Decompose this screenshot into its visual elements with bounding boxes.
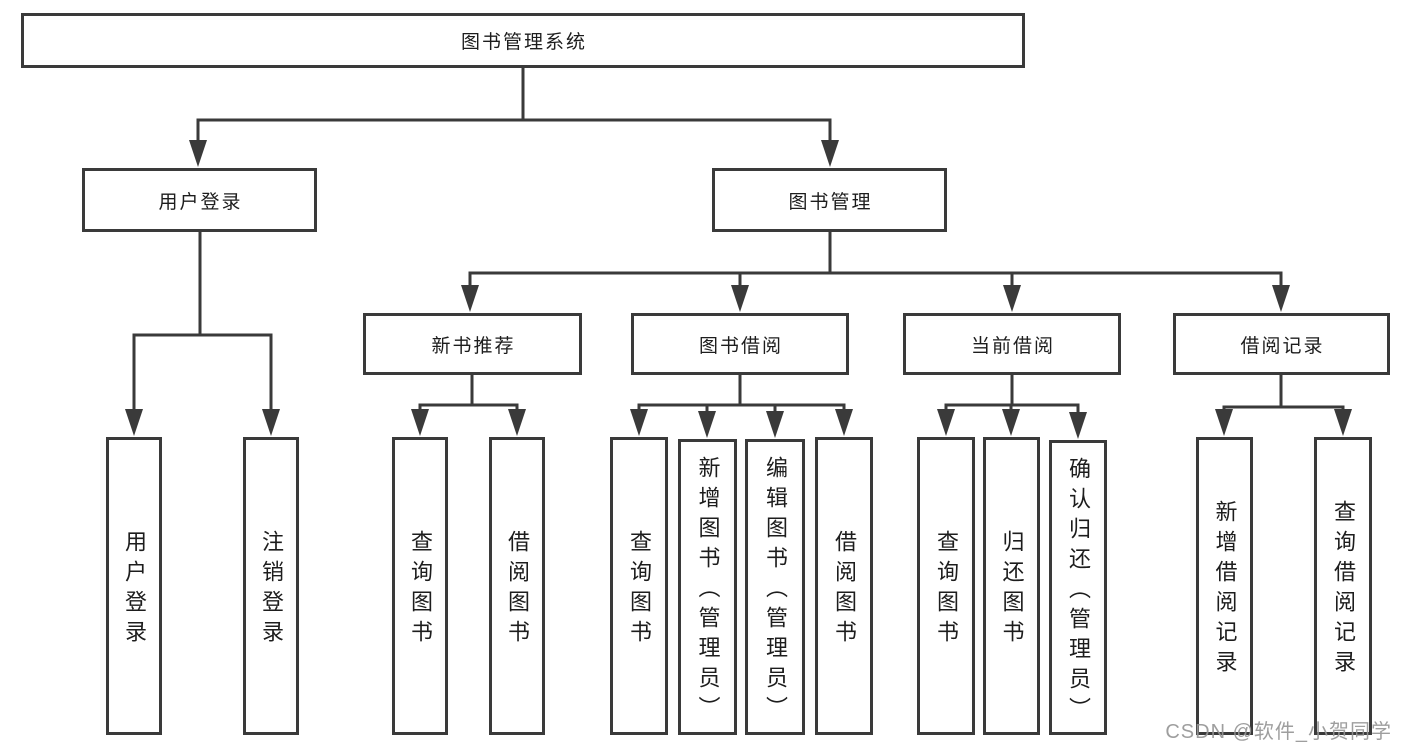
leaf-confirm-return-admin: 确认归还（管理员） (1049, 440, 1107, 735)
node-user-login-label: 用户登录 (158, 191, 243, 213)
node-library-system: 图书管理系统 (21, 13, 1025, 68)
leaf-borrow-books-2: 借阅图书 (815, 437, 873, 735)
node-book-borrowing: 图书借阅 (631, 313, 849, 375)
node-borrowing-records: 借阅记录 (1173, 313, 1390, 375)
leaf-return-book-label: 归还图书 (999, 530, 1025, 650)
leaf-borrow-books-2-label: 借阅图书 (832, 530, 857, 650)
node-book-borrowing-label: 图书借阅 (698, 335, 783, 357)
leaf-query-borrow-record-label: 查询借阅记录 (1331, 500, 1356, 680)
node-current-borrowing-label: 当前借阅 (970, 335, 1055, 357)
node-new-book-recommend-label: 新书推荐 (431, 335, 516, 357)
leaf-add-book-admin-label: 新增图书（管理员） (695, 456, 721, 726)
leaf-query-books-3-label: 查询图书 (934, 530, 959, 650)
node-book-management-label: 图书管理 (788, 191, 873, 213)
leaf-add-borrow-record: 新增借阅记录 (1196, 437, 1253, 735)
leaf-query-books-2: 查询图书 (610, 437, 668, 735)
leaf-query-books-1-label: 查询图书 (408, 530, 433, 650)
node-borrowing-records-label: 借阅记录 (1240, 335, 1325, 357)
leaf-query-books-1: 查询图书 (392, 437, 448, 735)
leaf-borrow-books-1: 借阅图书 (489, 437, 545, 735)
node-book-management: 图书管理 (712, 168, 947, 232)
leaf-query-borrow-record: 查询借阅记录 (1314, 437, 1372, 735)
leaf-user-login-label: 用户登录 (122, 530, 147, 650)
leaf-confirm-return-admin-label: 确认归还（管理员） (1066, 456, 1091, 727)
leaf-logout: 注销登录 (243, 437, 299, 735)
node-library-system-label: 图书管理系统 (460, 32, 587, 53)
leaf-query-books-3: 查询图书 (917, 437, 975, 735)
leaf-return-book: 归还图书 (983, 437, 1040, 735)
leaf-logout-label: 注销登录 (259, 530, 284, 650)
node-new-book-recommend: 新书推荐 (363, 313, 582, 375)
leaf-query-books-2-label: 查询图书 (627, 530, 652, 650)
leaf-add-book-admin: 新增图书（管理员） (678, 439, 737, 735)
leaf-add-borrow-record-label: 新增借阅记录 (1212, 500, 1238, 680)
leaf-edit-book-admin: 编辑图书（管理员） (745, 439, 805, 735)
leaf-borrow-books-1-label: 借阅图书 (505, 530, 530, 650)
node-current-borrowing: 当前借阅 (903, 313, 1121, 375)
leaf-user-login: 用户登录 (106, 437, 162, 735)
leaf-edit-book-admin-label: 编辑图书（管理员） (763, 456, 788, 726)
watermark: CSDN @软件_小贺同学 (1165, 721, 1392, 743)
node-user-login: 用户登录 (82, 168, 317, 232)
